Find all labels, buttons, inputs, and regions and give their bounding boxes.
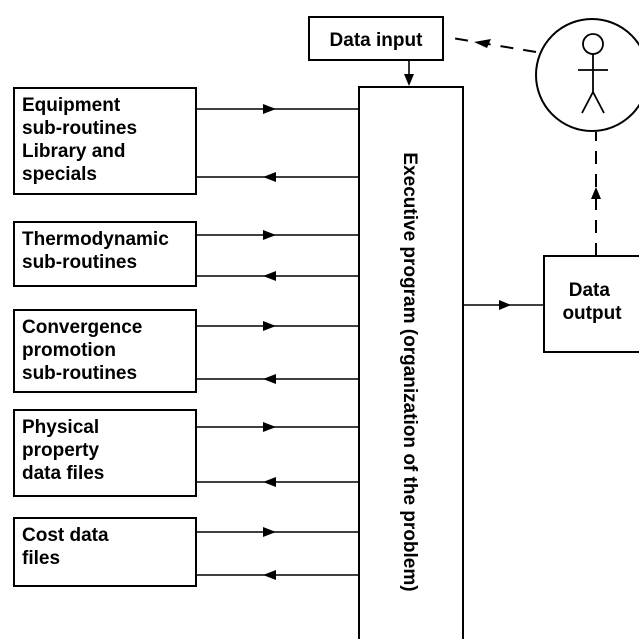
arrowhead-left-icon — [474, 39, 491, 48]
module-box-frame — [13, 221, 197, 287]
module-label-line: Thermodynamic — [22, 229, 169, 250]
arrowhead-left-icon — [263, 570, 276, 580]
arrowhead-right-icon — [263, 104, 276, 114]
data-input-box: Data input — [308, 16, 444, 61]
module-box-frame — [13, 409, 197, 497]
module-label-line: promotion — [22, 340, 116, 361]
output-to-user-dashed-arrow — [591, 132, 601, 256]
data-input-label: Data input — [330, 30, 424, 51]
module-label-line: sub-routines — [22, 118, 137, 139]
user-node — [535, 18, 639, 132]
arrowhead-right-icon — [263, 230, 276, 240]
module-box-frame — [13, 517, 197, 587]
module-label-line: sub-routines — [22, 252, 137, 273]
data-output-line-1: Data — [569, 280, 611, 301]
arrowhead-left-icon — [263, 477, 276, 487]
stick-figure-user-icon — [578, 33, 608, 114]
module-box-frame — [13, 309, 197, 393]
data-input-to-executive-arrow — [404, 60, 414, 86]
arrowhead-right-icon — [263, 321, 276, 331]
data-output-box: Data output — [543, 255, 639, 353]
executive-program-label: Executive program (organization of the p… — [399, 152, 420, 591]
module-label-line: files — [22, 548, 60, 569]
module-box-frame — [13, 87, 197, 195]
module-label-line: Library and — [22, 141, 125, 162]
arrowhead-right-icon — [499, 300, 511, 310]
arrowhead-left-icon — [263, 172, 276, 182]
module-label-line: Physical — [22, 417, 99, 438]
executive-to-output-arrow — [463, 300, 544, 310]
arrowhead-up-icon — [591, 187, 601, 199]
arrowhead-down-icon — [404, 74, 414, 86]
arrowhead-left-icon — [263, 374, 276, 384]
data-output-label: Data output — [562, 280, 622, 324]
module-label-line: Cost data — [22, 525, 109, 546]
module-label-line: property — [22, 440, 100, 461]
executive-program-box: Executive program (organization of the p… — [358, 86, 464, 639]
module-label-line: data files — [22, 463, 104, 484]
module-label-line: sub-routines — [22, 363, 137, 384]
data-output-line-2: output — [562, 303, 622, 324]
module-label-line: Convergence — [22, 317, 142, 338]
module-label-line: specials — [22, 164, 97, 185]
module-label-line: Equipment — [22, 95, 121, 116]
arrowhead-left-icon — [263, 271, 276, 281]
arrowhead-right-icon — [263, 422, 276, 432]
arrowhead-right-icon — [263, 527, 276, 537]
user-to-data-input-dashed-arrow — [445, 36, 537, 53]
